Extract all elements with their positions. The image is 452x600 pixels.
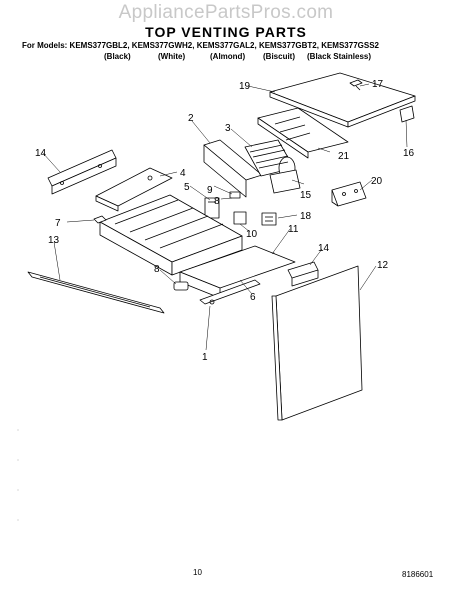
color-label: (Black) xyxy=(104,52,131,61)
callout-6: 6 xyxy=(250,292,256,303)
callout-10: 10 xyxy=(246,229,258,240)
latch-part xyxy=(173,281,189,291)
leader-lines xyxy=(41,83,408,351)
callout-14-right: 14 xyxy=(318,243,330,254)
callout-2: 2 xyxy=(188,113,194,124)
page-number: 10 xyxy=(193,568,202,577)
callout-13: 13 xyxy=(48,235,60,246)
watermark: AppliancePartsPros.com xyxy=(118,2,334,23)
callout-14-left: 14 xyxy=(35,148,47,159)
callout-19: 18 xyxy=(300,211,312,222)
callout-17: 17 xyxy=(372,79,384,90)
side-bracket-right-part xyxy=(287,261,319,287)
color-label: (Biscuit) xyxy=(263,52,295,61)
scan-marks xyxy=(17,429,19,521)
callout-3: 3 xyxy=(225,123,231,134)
long-rail-part xyxy=(27,271,165,314)
models-line: For Models: KEMS377GBL2, KEMS377GWH2, KE… xyxy=(22,41,379,50)
callout-18: 19 xyxy=(239,81,251,92)
thermostat-part xyxy=(233,211,247,225)
color-label: (White) xyxy=(158,52,186,61)
vent-housing-part xyxy=(99,194,296,299)
callout-20: 21 xyxy=(338,151,350,162)
callout-15: 15 xyxy=(300,190,312,201)
callout-16: 16 xyxy=(403,148,415,159)
fan-bracket-part xyxy=(269,169,301,194)
side-bracket-left-part xyxy=(47,149,117,195)
callout-8-upper: 8 xyxy=(214,196,220,207)
switch-part xyxy=(204,197,220,219)
callout-11: 11 xyxy=(288,224,299,235)
duct-part xyxy=(257,107,349,159)
callout-7: 7 xyxy=(55,218,61,229)
callout-9: 9 xyxy=(207,185,213,196)
callout-5: 5 xyxy=(184,182,190,193)
clip-part xyxy=(349,79,363,91)
vent-corner-part xyxy=(399,105,415,123)
bracket-part xyxy=(203,139,263,198)
small-clip-part xyxy=(93,215,107,224)
top-panel-part xyxy=(269,72,416,128)
callout-4: 4 xyxy=(180,168,186,179)
side-panel-part xyxy=(271,265,363,421)
diagram-title: TOP VENTING PARTS xyxy=(145,24,307,40)
small-bracket-part xyxy=(331,181,367,207)
plate-part xyxy=(95,167,173,212)
color-label: (Almond) xyxy=(210,52,246,61)
document-id: 8186601 xyxy=(402,570,434,579)
callout-8: 8 xyxy=(154,264,160,275)
callout-21: 20 xyxy=(371,176,383,187)
color-label: (Black Stainless) xyxy=(307,52,372,61)
connector-part xyxy=(229,191,241,199)
callout-12: 12 xyxy=(377,260,389,271)
callout-1: 1 xyxy=(202,352,208,363)
relay-part xyxy=(261,212,277,226)
